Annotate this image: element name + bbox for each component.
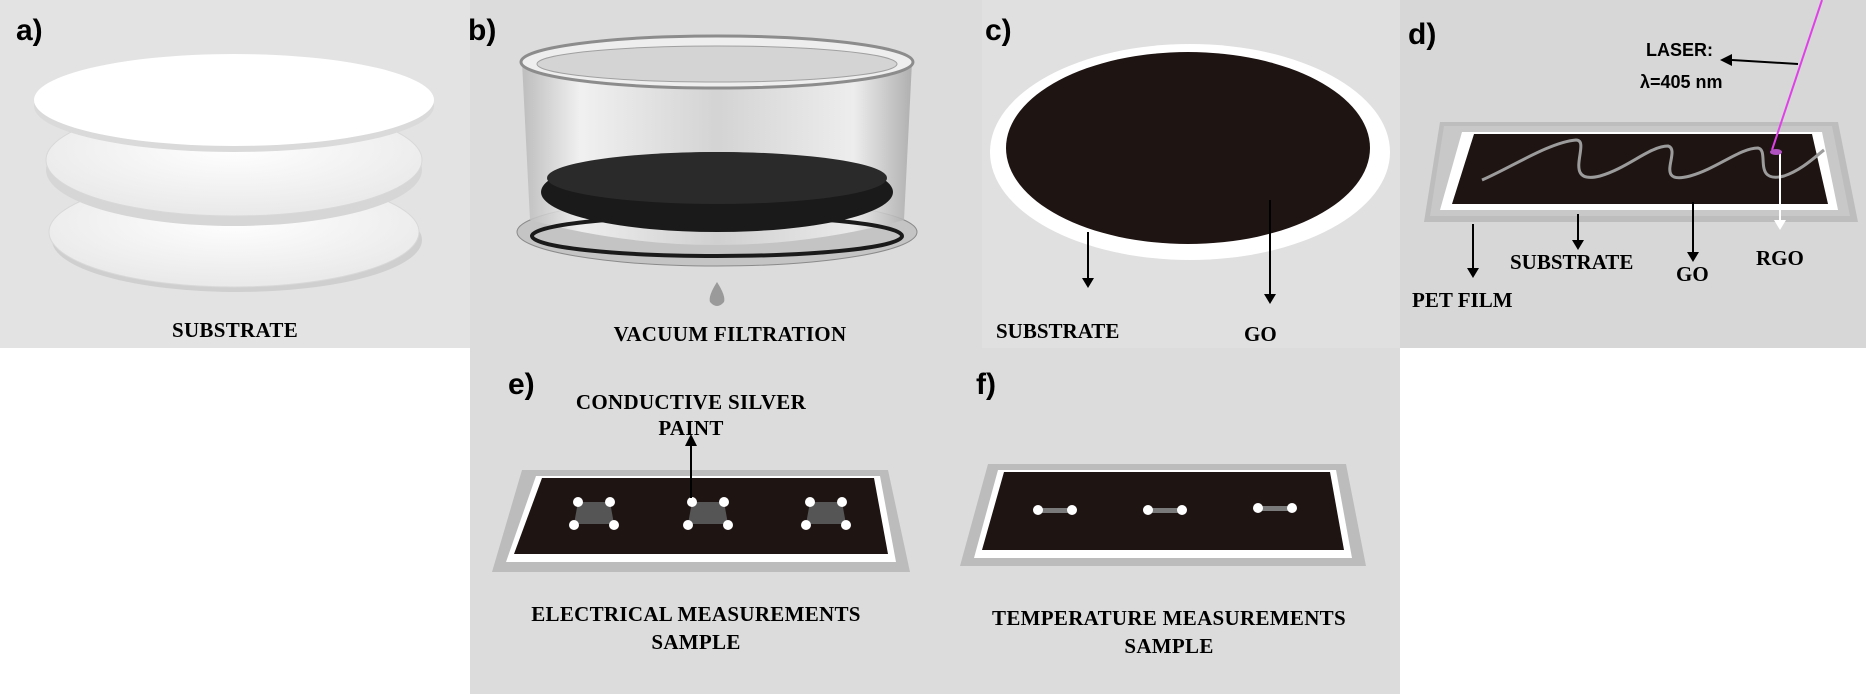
sensor-strip-1 bbox=[1033, 505, 1077, 515]
go-arrowhead bbox=[1264, 294, 1276, 304]
panel-e: e) CONDUCTIVE SILVER PAINT ELECTRICAL ME… bbox=[470, 348, 952, 694]
sensor-strip-3 bbox=[1253, 503, 1297, 513]
label-silver-paint-2: PAINT bbox=[658, 416, 724, 440]
label-laser: LASER: bbox=[1646, 40, 1713, 60]
substrate-disc-top bbox=[34, 54, 434, 146]
panel-f: f) TEMPERATURE MEASUREMENTS SAMPLE bbox=[952, 348, 1400, 694]
label-pet-film: PET FILM bbox=[1412, 288, 1513, 312]
panel-label-b: b) bbox=[470, 14, 497, 47]
pet-arrowhead bbox=[1467, 268, 1479, 278]
label-silver-paint-1: CONDUCTIVE SILVER bbox=[575, 390, 807, 414]
panel-label-a: a) bbox=[16, 14, 43, 47]
panel-d: d) LASER: λ=405 nm PET FILM SUBSTRATE GO… bbox=[1400, 0, 1866, 348]
panel-label-e: e) bbox=[508, 368, 535, 401]
label-substrate-c: SUBSTRATE bbox=[996, 319, 1120, 343]
go-on-substrate-illustration bbox=[990, 44, 1390, 304]
temperature-sample-illustration bbox=[960, 464, 1366, 566]
laser-pointer-arrow bbox=[1731, 59, 1799, 65]
label-rgo: RGO bbox=[1756, 246, 1804, 270]
panel-label-d: d) bbox=[1408, 18, 1437, 51]
go-film-d bbox=[1452, 134, 1828, 204]
label-wavelength: λ=405 nm bbox=[1640, 72, 1723, 92]
laser-spot bbox=[1770, 149, 1782, 155]
laser-reduction-illustration bbox=[1424, 0, 1858, 278]
panel-label-f: f) bbox=[976, 368, 996, 401]
filtration-beaker-illustration bbox=[516, 34, 918, 306]
substrate-discs-illustration bbox=[34, 54, 434, 292]
panel-label-c: c) bbox=[985, 14, 1012, 47]
go-arrowhead-d bbox=[1687, 252, 1699, 262]
go-suspension-top bbox=[547, 152, 887, 204]
electrical-sample-illustration bbox=[492, 434, 910, 572]
go-film bbox=[1006, 52, 1370, 244]
caption-substrate: SUBSTRATE bbox=[171, 318, 299, 342]
filter-membrane bbox=[530, 214, 904, 258]
substrate-arrowhead-d bbox=[1572, 240, 1584, 250]
contact-pad-3 bbox=[801, 497, 851, 530]
label-go-d: GO bbox=[1676, 262, 1709, 286]
panel-b: b) VACUUM FILTRATION bbox=[470, 0, 982, 348]
caption-temperature-2: SAMPLE bbox=[1124, 634, 1214, 658]
caption-electrical-1: ELECTRICAL MEASUREMENTS bbox=[531, 602, 861, 626]
laser-pointer-arrowhead bbox=[1720, 54, 1732, 66]
rgo-laser-pattern bbox=[1481, 138, 1825, 182]
caption-electrical-2: SAMPLE bbox=[651, 630, 741, 654]
caption-vacuum-filtration: VACUUM FILTRATION bbox=[613, 322, 847, 346]
caption-temperature-1: TEMPERATURE MEASUREMENTS bbox=[992, 606, 1346, 630]
contact-pad-1 bbox=[569, 497, 619, 530]
panel-a: a) SUBSTRATE bbox=[0, 0, 470, 348]
filtrate-drop bbox=[709, 282, 725, 306]
label-substrate-d: SUBSTRATE bbox=[1510, 250, 1634, 274]
sensor-strip-2 bbox=[1143, 505, 1187, 515]
laser-beam bbox=[1771, 0, 1823, 151]
beaker-opening bbox=[536, 45, 898, 83]
contact-pad-2 bbox=[683, 497, 733, 530]
substrate-arrowhead bbox=[1082, 278, 1094, 288]
panel-c: c) SUBSTRATE GO bbox=[982, 0, 1400, 348]
silver-paint-arrowhead bbox=[685, 434, 697, 446]
rgo-arrowhead bbox=[1774, 220, 1786, 230]
label-go-c: GO bbox=[1244, 322, 1277, 346]
